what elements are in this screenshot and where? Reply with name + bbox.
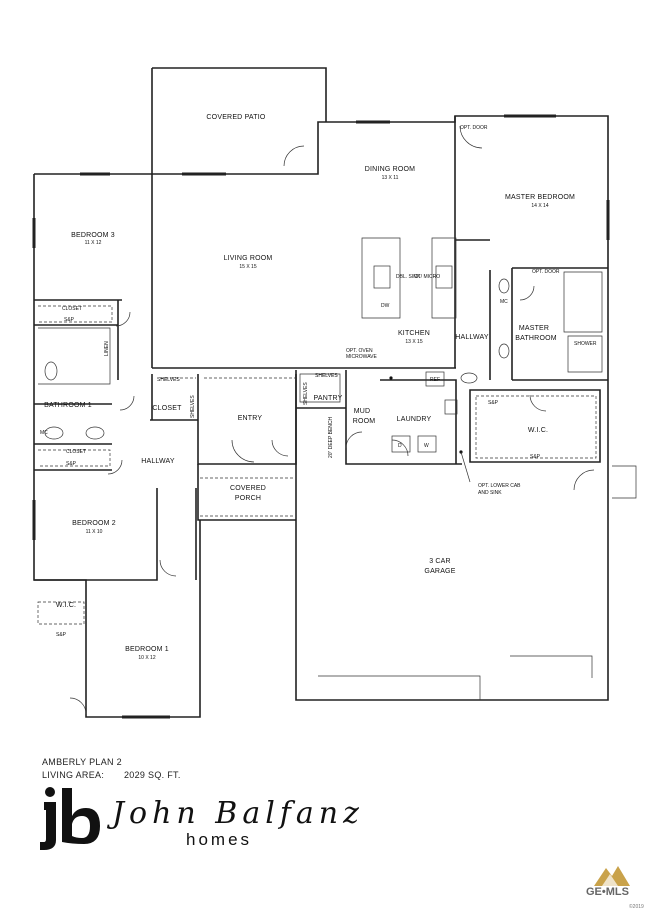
living-area-value: 2029 SQ. FT.: [124, 770, 181, 780]
label-master-bedroom: MASTER BEDROOM: [505, 194, 575, 201]
plan-notes: OPT. DOOR OPT. DOOR DBL. SINK CT/ MICRO …: [40, 125, 597, 638]
label-entry: ENTRY: [238, 415, 263, 422]
label-hallway-right: HALLWAY: [455, 334, 489, 341]
label-covered-porch-2: PORCH: [235, 495, 261, 502]
brand-sub: homes: [186, 830, 253, 849]
windows: [32, 114, 610, 719]
note-shelves-entry: SHELVES: [190, 395, 196, 418]
note-sbp-wic-bottom: S&P: [530, 454, 541, 460]
label-bedroom-2: BEDROOM 2: [72, 520, 116, 527]
note-sbp-1: S&P: [64, 317, 75, 323]
label-bedroom-3-dim: 11 X 12: [85, 240, 102, 246]
mls-year: ©2019: [629, 904, 644, 910]
note-bench: 20" DEEP BENCH: [328, 416, 334, 458]
label-kitchen: KITCHEN: [398, 330, 430, 337]
mls-logo-text: GE•MLS: [586, 886, 629, 898]
label-mud-room-1: MUD: [354, 408, 371, 415]
walls: [33, 67, 637, 718]
note-ct-micro: CT/ MICRO: [414, 274, 440, 280]
plan-name: AMBERLY PLAN 2: [42, 757, 122, 767]
label-closet: CLOSET: [152, 405, 182, 412]
label-master-bathroom-2: BATHROOM: [515, 335, 557, 342]
label-bedroom-3: BEDROOM 3: [71, 232, 115, 239]
label-garage-2: GARAGE: [424, 568, 455, 575]
note-washer: W: [424, 443, 429, 449]
label-dining-dim: 13 X 11: [382, 175, 399, 181]
label-living-dim: 15 X 15: [239, 264, 256, 270]
jb-monogram-logo: [40, 787, 100, 850]
label-kitchen-dim: 13 X 15: [405, 339, 422, 345]
note-opt-oven-2: MICROWAVE: [346, 354, 377, 360]
mls-mountain-icon: [594, 866, 630, 886]
label-living-room: LIVING ROOM: [224, 255, 273, 262]
note-opt-lower-2: AND SINK: [478, 490, 502, 496]
label-bedroom-1-dim: 10 X 12: [138, 655, 155, 661]
note-shelves-side: SHELVES: [303, 382, 309, 405]
label-master-dim: 14 X 14: [531, 203, 548, 209]
note-mc-1: MC: [500, 299, 508, 305]
note-sbp-wic: S&P: [488, 400, 499, 406]
note-dbl-sink: DBL. SINK: [396, 274, 421, 280]
label-covered-porch-1: COVERED: [230, 485, 266, 492]
living-area-label: LIVING AREA:: [42, 770, 105, 780]
note-shelves-pantry: SHELVES: [315, 373, 338, 379]
label-covered-patio: COVERED PATIO: [206, 114, 265, 121]
label-bathroom-1: BATHROOM 1: [44, 402, 92, 409]
label-bedroom-2-dim: 11 X 10: [86, 529, 103, 535]
label-master-bathroom-1: MASTER: [519, 325, 549, 332]
label-laundry: LAUNDRY: [397, 416, 432, 423]
label-hallway-left: HALLWAY: [141, 458, 175, 465]
leader-line: [460, 451, 471, 483]
note-opt-oven-1: OPT. OVEN: [346, 348, 373, 354]
note-opt-lower-1: OPT. LOWER CAB: [478, 483, 521, 489]
room-labels: COVERED PATIO DINING ROOM 13 X 11 MASTER…: [44, 114, 575, 661]
note-sbp-bed1: S&P: [56, 632, 67, 638]
note-dryer: D: [398, 443, 402, 449]
note-opt-door-bath: OPT. DOOR: [532, 269, 560, 275]
fixtures: [44, 265, 510, 454]
note-linen: LINEN: [104, 341, 110, 356]
note-shelves-closet: SHELVES: [157, 377, 180, 383]
note-sbp-2: S&P: [66, 461, 77, 467]
label-bedroom-1: BEDROOM 1: [125, 646, 169, 653]
note-opt-door-top: OPT. DOOR: [460, 125, 488, 131]
label-wic-master: W.I.C.: [528, 427, 548, 434]
note-shower: SHOWER: [574, 341, 597, 347]
doors: [69, 125, 595, 715]
note-mc-2: MC: [40, 430, 48, 436]
note-closet-small: CLOSET: [62, 306, 82, 312]
label-garage-1: 3 CAR: [429, 558, 451, 565]
label-pantry: PANTRY: [314, 395, 343, 402]
label-wic-bedroom-1: W.I.C.: [56, 602, 76, 609]
note-dw: DW: [381, 303, 390, 309]
note-ref: REF: [430, 377, 440, 383]
label-mud-room-2: ROOM: [353, 418, 376, 425]
label-dining-room: DINING ROOM: [365, 166, 415, 173]
brand-name: John Balfanz: [112, 796, 364, 831]
note-closet-bath: CLOSET: [66, 449, 86, 455]
